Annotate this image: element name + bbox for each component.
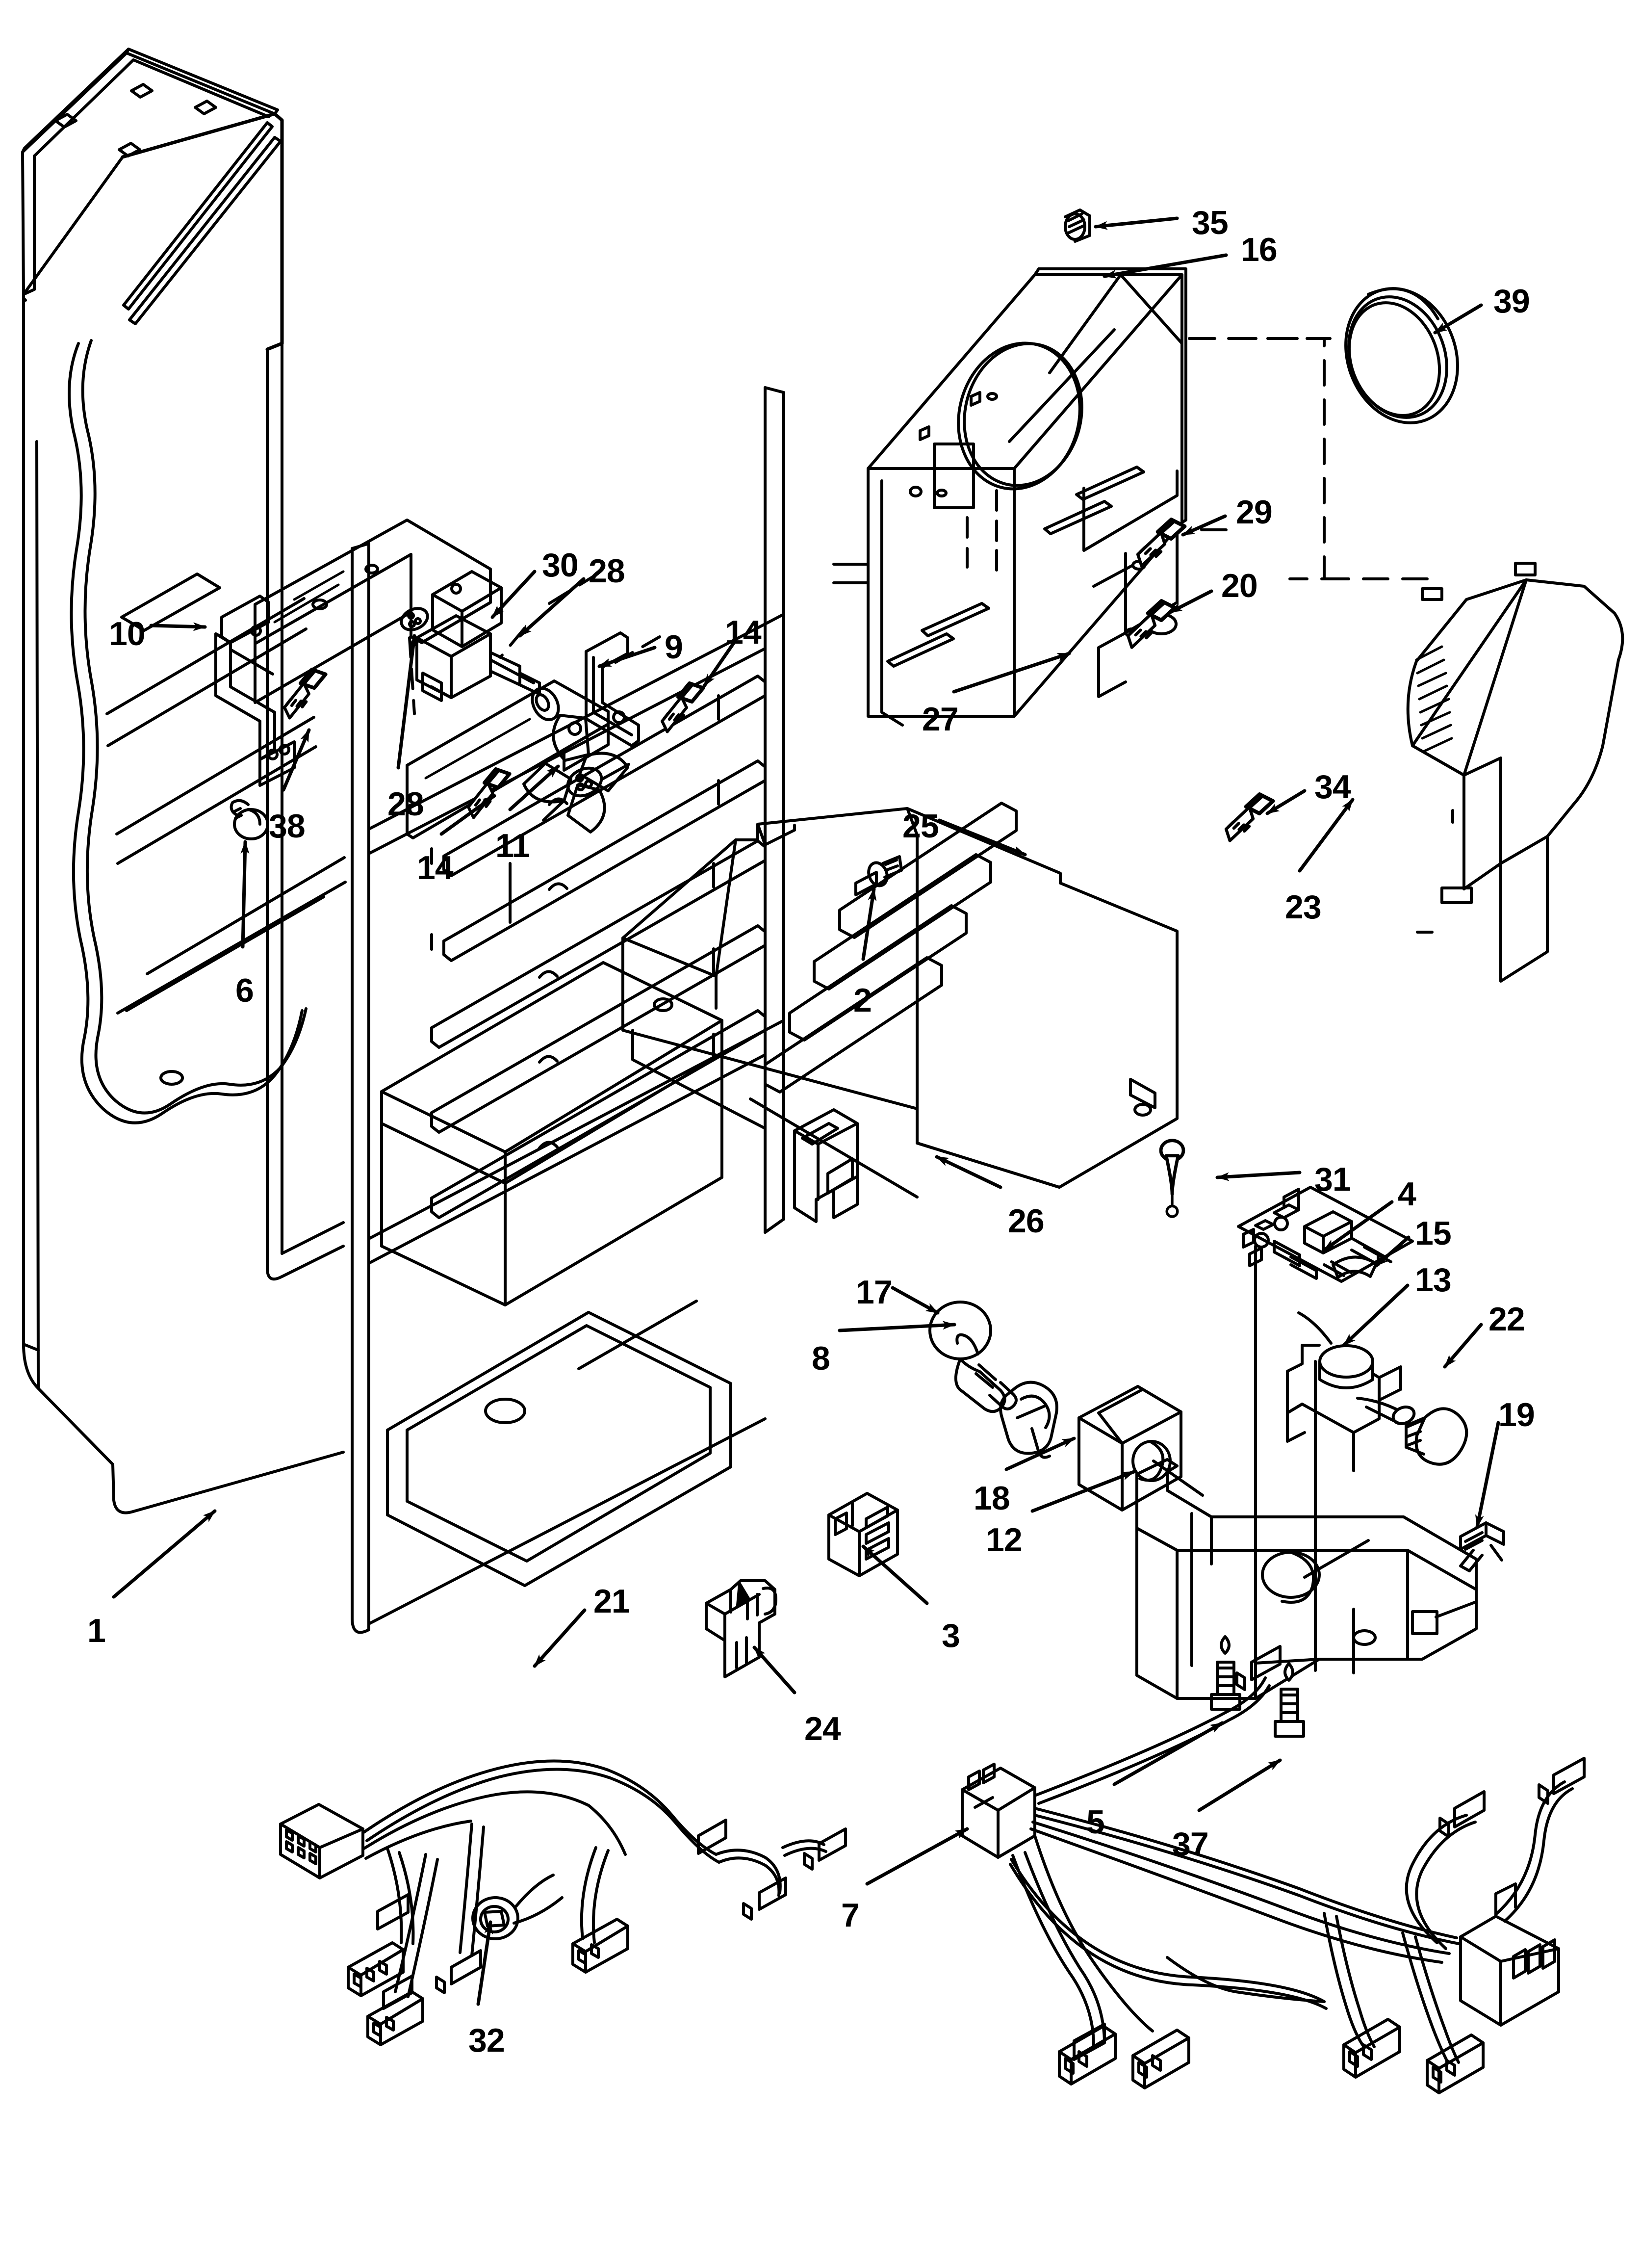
callout-4: 4: [1398, 1175, 1416, 1213]
callout-25: 25: [902, 808, 939, 845]
callout-8: 8: [812, 1340, 830, 1377]
callout-29: 29: [1236, 494, 1273, 531]
callout-35: 35: [1192, 204, 1229, 241]
callout-11: 11: [495, 827, 530, 864]
callout-20: 20: [1221, 567, 1258, 604]
callout-17: 17: [856, 1274, 893, 1311]
callout-14b: 14: [417, 849, 454, 886]
callout-6: 6: [235, 972, 254, 1009]
callout-39: 39: [1493, 283, 1530, 320]
callout-37: 37: [1172, 1825, 1209, 1863]
callout-1: 1: [87, 1612, 106, 1649]
callout-32: 32: [468, 2022, 505, 2059]
callout-24: 24: [804, 1710, 841, 1747]
callout-3: 3: [942, 1617, 960, 1654]
callout-30: 30: [542, 547, 579, 584]
callout-12: 12: [986, 1521, 1023, 1559]
callout-18: 18: [974, 1480, 1010, 1517]
callout-38: 38: [269, 808, 306, 845]
callout-2: 2: [853, 982, 872, 1019]
callout-21: 21: [593, 1583, 630, 1620]
callout-31: 31: [1314, 1161, 1351, 1198]
callout-26: 26: [1008, 1202, 1045, 1240]
callout-15: 15: [1415, 1215, 1452, 1252]
callout-16: 16: [1241, 231, 1278, 268]
callout-10: 10: [109, 615, 146, 652]
callout-7: 7: [841, 1897, 860, 1934]
callout-5: 5: [1086, 1803, 1105, 1841]
callout-23: 23: [1285, 888, 1322, 926]
callout-27: 27: [922, 701, 959, 738]
callout-13: 13: [1415, 1261, 1452, 1299]
callout-9: 9: [665, 628, 683, 666]
callout-34: 34: [1314, 768, 1351, 806]
callout-19: 19: [1498, 1396, 1535, 1434]
callout-22: 22: [1488, 1301, 1525, 1338]
callout-28: 28: [589, 552, 625, 590]
callout-14: 14: [725, 614, 762, 651]
callout-28b: 28: [387, 785, 424, 823]
